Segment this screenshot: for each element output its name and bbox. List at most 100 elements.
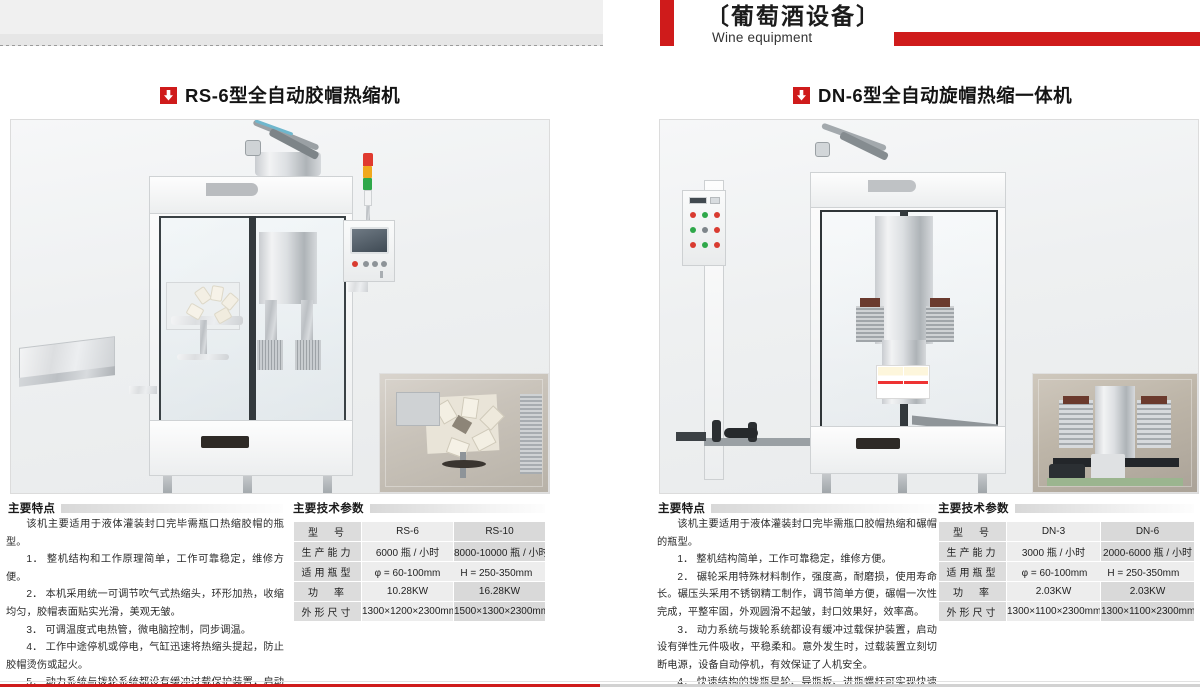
control-panel (343, 220, 395, 282)
features-heading-text: 主要特点 (8, 503, 56, 515)
stack-light-green (363, 178, 372, 190)
panel-button-4[interactable] (381, 261, 387, 267)
detail-inset-photo-dn6 (1032, 373, 1198, 493)
spec-key: 生产能力 (293, 541, 362, 562)
spec-value: RS-6 (361, 521, 454, 542)
inset-frame (385, 379, 543, 487)
feature-paragraph: 5． 动力系统与拨轮系统都设有缓冲过载保护装置，启动设有弹簧自动停机，有效保证了… (26, 677, 284, 688)
stack-light-pole (366, 206, 370, 220)
table-row: 型 号 RS-6 RS-10 (293, 521, 546, 542)
star-wheel-shaft (200, 320, 207, 356)
robot-joint (815, 142, 830, 157)
inset-spindle (1095, 386, 1135, 464)
footer-gray-rule (600, 684, 1200, 687)
heading-rule (61, 503, 283, 513)
inset-roller-left (1063, 396, 1089, 404)
rotary-column (875, 216, 933, 344)
spec-key: 生产能力 (938, 541, 1007, 562)
page-header: 〔葡萄酒设备〕 Wine equipment (0, 0, 1200, 52)
features-heading-rs6: 主要特点 (8, 500, 283, 516)
feature-paragraph: 3． 可调温度式电热管，微电脑控制，同步调温。 (26, 624, 252, 636)
panel-button-r3c1[interactable] (690, 242, 696, 248)
conveyor-roller (724, 428, 758, 438)
spec-value: RS-10 (453, 521, 546, 542)
control-panel-dn6 (682, 190, 726, 266)
inset-heater (520, 394, 542, 474)
cap-2 (209, 285, 225, 302)
spec-value: DN-3 (1006, 521, 1101, 542)
robot-joint (245, 140, 261, 156)
features-text-dn6: 该机主要适用于液体灌装封口完毕需瓶口胶帽热缩和碾帽的瓶型。 1． 整机结构简单，… (657, 516, 937, 688)
product-title-dn6: DN-6型全自动旋帽热缩一体机 (793, 82, 1072, 108)
turret-column (259, 232, 317, 304)
features-heading-text: 主要特点 (658, 503, 706, 515)
machine-base-cabinet (149, 420, 353, 476)
heading-rule (1014, 503, 1194, 513)
panel-button-r1c1[interactable] (690, 212, 696, 218)
panel-button-r1c3[interactable] (714, 212, 720, 218)
panel-button-r1c2[interactable] (702, 212, 708, 218)
panel-button-r2c2[interactable] (702, 227, 708, 233)
panel-button-2[interactable] (363, 261, 369, 267)
spec-value: 1500×1300×2300mm (453, 601, 546, 622)
table-row: 适用瓶型 φ = 60-100mm H = 250-350mm (293, 561, 546, 582)
inset-fin-right (1137, 400, 1171, 448)
star-wheel-base (177, 354, 229, 360)
panel-button-r2c3[interactable] (714, 227, 720, 233)
spec-value: 10.28KW (361, 581, 454, 602)
header-title-en: Wine equipment (712, 30, 813, 45)
spec-value: 6000 瓶 / 小时 (361, 541, 454, 562)
key-switch[interactable] (380, 271, 383, 278)
inset-roller-right (1141, 396, 1167, 404)
product-title-text: RS-6型全自动胶帽热缩机 (185, 85, 401, 106)
table-row: 型 号 DN-3 DN-6 (938, 521, 1195, 542)
spec-value: 2.03KW (1006, 581, 1101, 602)
spec-value: DN-6 (1100, 521, 1195, 542)
machine-logo-plate (206, 183, 258, 196)
panel-button-3[interactable] (372, 261, 378, 267)
feature-paragraph: 3． 动力系统与拨轮系统都设有缓冲过载保护装置，启动设有弹性元件吸收，平稳柔和。… (657, 624, 937, 671)
spec-key: 型 号 (938, 521, 1007, 542)
inset-green-base (1047, 478, 1183, 486)
table-row: 功 率 2.03KW 2.03KW (938, 581, 1195, 602)
panel-button-r2c1[interactable] (690, 227, 696, 233)
stack-light-base (364, 190, 372, 206)
feature-paragraph: 该机主要适用于液体灌装封口完毕需瓶口胶帽热缩和碾帽的瓶型。 (657, 519, 937, 548)
table-row: 外形尺寸 1300×1200×2300mm 1500×1300×2300mm (293, 601, 546, 622)
spec-key: 功 率 (938, 581, 1007, 602)
panel-button-r3c2[interactable] (702, 242, 708, 248)
roller-brown-right (930, 298, 950, 307)
conveyor-belt (704, 438, 814, 446)
inset-frame (1038, 379, 1192, 487)
spec-value: φ = 60-100mm H = 250-350mm (361, 561, 546, 582)
machine-logo-plate (868, 180, 916, 192)
header-dashed-rule (0, 45, 603, 46)
spec-key: 外形尺寸 (938, 601, 1007, 622)
spec-heading-text: 主要技术参数 (293, 503, 364, 515)
emergency-stop-button[interactable] (352, 261, 358, 267)
heading-rule (711, 503, 936, 513)
leg-1 (163, 476, 172, 493)
stack-light-amber (363, 166, 372, 178)
warning-label-sticker (876, 365, 930, 399)
spec-value: 1300×1200×2300mm (361, 601, 454, 622)
hmi-touchscreen[interactable] (350, 227, 389, 254)
spec-key: 外形尺寸 (293, 601, 362, 622)
spec-value: 2000-6000 瓶 / 小时 (1100, 541, 1195, 562)
panel-button-r3c3[interactable] (714, 242, 720, 248)
table-row: 生产能力 6000 瓶 / 小时 8000-10000 瓶 / 小时 (293, 541, 546, 562)
conveyor-rail (129, 386, 157, 394)
base-vent (201, 436, 249, 448)
spec-value: 3000 瓶 / 小时 (1006, 541, 1101, 562)
leg-2 (898, 474, 907, 493)
door-mullion (249, 216, 256, 422)
conveyor-infeed (676, 432, 706, 441)
feature-paragraph: 4． 工作中途停机或停电，气缸迅速将热缩头提起，防止胶帽烫伤或起火。 (6, 642, 284, 671)
stack-light-red (363, 153, 373, 166)
leg-2 (243, 476, 252, 493)
header-gray-block (0, 0, 603, 34)
down-arrow-icon (160, 86, 177, 104)
footer-hairline (0, 681, 1200, 682)
product-title-rs6: RS-6型全自动胶帽热缩机 (160, 82, 400, 108)
